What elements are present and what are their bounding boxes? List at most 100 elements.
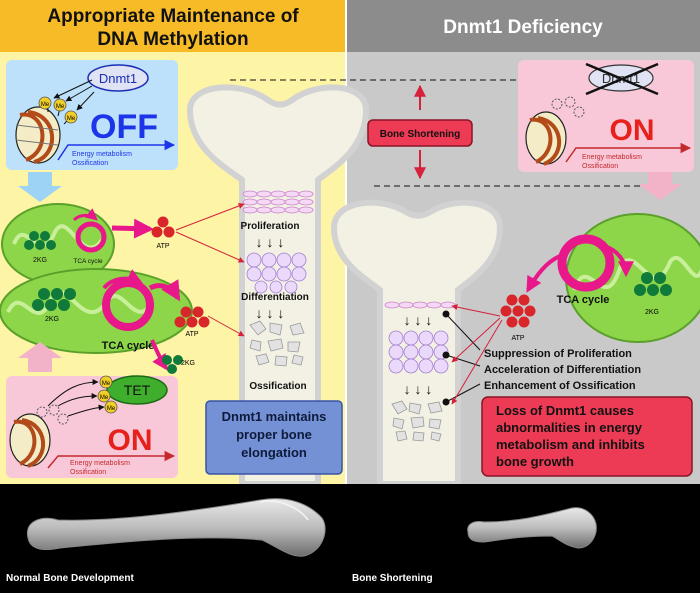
leader-line-1 [445, 313, 481, 351]
atp-label-right: ATP [511, 335, 524, 342]
gene-off-arrow [57, 139, 176, 161]
right-gene-on-arrow [565, 142, 692, 163]
left-summary-box [205, 400, 343, 475]
atp-cluster-upper [151, 216, 175, 238]
ossification-cells-short [391, 400, 443, 442]
right-summary-box [481, 396, 693, 477]
tca-to-atp-arrow-lower [148, 279, 181, 302]
right-summary-line3: metabolism and inhibits [496, 437, 645, 452]
bone-shortening-badge [367, 119, 473, 147]
methylation-arrows [53, 79, 95, 111]
effect-proliferation: Suppression of Proliferation [484, 348, 632, 360]
proliferation-cells-short [384, 301, 456, 309]
kg-cluster-tet [162, 355, 183, 374]
me-label-3: Me [67, 116, 76, 122]
kg-label-right: 2KG [645, 309, 659, 316]
nucleosome-icon [15, 106, 61, 164]
short-bone-caption: Bone Shortening [352, 573, 433, 584]
down-arrow-pink-right [638, 172, 682, 200]
bone-shortening-badge-label: Bone Shortening [380, 129, 461, 140]
leader-line-3 [445, 383, 481, 403]
tet-on-state-label: ON [108, 424, 153, 457]
arrows-proliferation: ↓ ↓ ↓ [256, 234, 285, 250]
off-state-label: OFF [90, 108, 158, 146]
differentiation-label: Differentiation [241, 292, 309, 303]
short-arrows-1: ↓ ↓ ↓ [404, 312, 433, 328]
proliferation-cells-normal [242, 190, 314, 214]
left-summary-line1: Dnmt1 maintains [222, 409, 327, 424]
dnmt1-enzyme-icon [87, 64, 149, 92]
tca-small-label: TCA cycle [73, 258, 103, 265]
tet-me-2: Me [100, 395, 109, 401]
atp-cluster-lower [174, 306, 210, 328]
right-ossification: Ossification [582, 163, 618, 170]
arrows-differentiation: ↓ ↓ ↓ [256, 305, 285, 321]
right-energy-metabolism: Energy metabolism [582, 154, 642, 161]
dnmt1-enzyme-label: Dnmt1 [99, 71, 137, 86]
nucleosome-icon-right [525, 111, 567, 166]
normal-bone-caption: Normal Bone Development [6, 573, 134, 584]
kg-cluster-lower [32, 288, 76, 311]
ossification-label: Ossification [249, 381, 306, 392]
kg-cluster-right [634, 272, 672, 296]
tet-enzyme-icon [106, 375, 168, 405]
kg-label-tet: 2KG [181, 360, 195, 367]
atp-label-upper: ATP [156, 243, 169, 250]
left-summary-line3: elongation [241, 445, 307, 460]
tet-energy-metabolism: Energy metabolism [70, 460, 130, 467]
atp-to-short-plate-arrows [451, 304, 503, 405]
demethylation-arrows [47, 379, 105, 417]
nucleosome-icon-tet [9, 413, 51, 468]
short-bone-illustration [330, 199, 504, 487]
atp-cluster-right [500, 294, 536, 328]
tca-to-kg-arrow-right [603, 244, 634, 278]
tca-arrow-small [72, 208, 98, 222]
me-label-1: Me [41, 102, 50, 108]
effect-differentiation: Acceleration of Differentiation [484, 364, 641, 376]
normal-bone-ct [26, 498, 326, 557]
tca-to-kg-arrow [150, 339, 168, 371]
proliferation-label: Proliferation [241, 221, 300, 232]
tet-me-3: Me [107, 406, 116, 412]
short-bone-ct [467, 507, 597, 549]
ossification-cells-normal [249, 320, 305, 367]
tca-cycle-small-icon [75, 221, 107, 253]
unmethylated-sites [551, 96, 585, 118]
off-energy-metabolism: Energy metabolism [72, 151, 132, 158]
right-title: Dnmt1 Deficiency [443, 17, 603, 38]
tet-me-1: Me [102, 381, 111, 387]
off-ossification: Ossification [72, 160, 108, 167]
right-summary-line4: bone growth [496, 454, 574, 469]
tet-enzyme-label: TET [124, 382, 151, 398]
right-header [346, 0, 700, 52]
mitochondrion-lower [0, 268, 193, 354]
up-arrow-pink [18, 342, 62, 372]
short-arrows-2: ↓ ↓ ↓ [404, 381, 433, 397]
tet-gene-on-arrow [47, 450, 176, 469]
left-summary-line2: proper bone [236, 427, 312, 442]
tet-methyl-groups: Me Me Me [97, 375, 118, 414]
cross-line-2 [585, 62, 659, 96]
tca-cycle-right-icon [557, 234, 615, 292]
me-label-2: Me [56, 104, 65, 110]
right-summary-line1: Loss of Dnmt1 causes [496, 403, 634, 418]
differentiation-cells-normal [246, 252, 307, 294]
tet-ossification: Ossification [70, 469, 106, 476]
left-title-line2: DNA Methylation [97, 29, 248, 50]
kg-cluster-upper [24, 231, 56, 250]
tca-to-atp-arrow-right [526, 254, 561, 293]
tca-to-atp-arrow-upper [111, 218, 154, 239]
tca-large-label: TCA cycle [102, 340, 155, 352]
methyl-groups: Me Me Me [38, 96, 78, 125]
atp-to-growth-arrows [175, 203, 245, 337]
kg-label-upper: 2KG [33, 257, 47, 264]
differentiation-cells-short [388, 330, 449, 374]
down-arrow-blue [18, 172, 62, 202]
atp-label-lower: ATP [185, 331, 198, 338]
mitochondrion-right [565, 213, 700, 343]
effect-ossification: Enhancement of Ossification [484, 380, 636, 392]
tca-right-label: TCA cycle [557, 294, 610, 306]
demethylated-sites [36, 404, 69, 425]
